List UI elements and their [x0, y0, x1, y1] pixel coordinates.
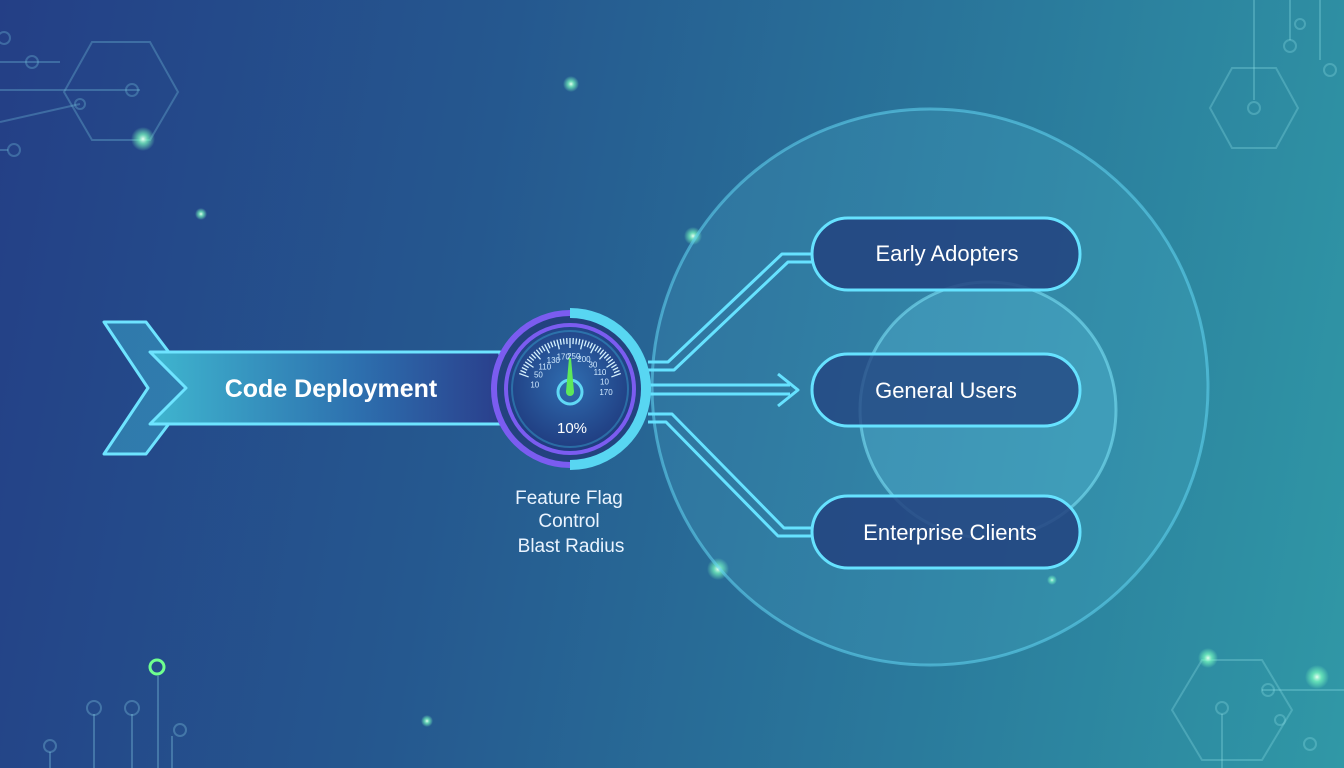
- gauge-tick: [580, 339, 584, 350]
- gauge-tick: [538, 347, 544, 354]
- gauge-tick-label: 10: [600, 378, 609, 387]
- gauge-tick: [535, 349, 541, 355]
- connector-enterprise-clients: [648, 412, 812, 538]
- segment-general-users: General Users: [810, 352, 1082, 428]
- connector-general-users: [648, 372, 800, 408]
- gauge-tick: [541, 345, 546, 352]
- gauge-tick: [526, 358, 533, 364]
- glow-particles: [131, 76, 1329, 727]
- gauge-tick: [547, 342, 551, 349]
- gauge-tick: [596, 347, 602, 354]
- gauge-tick: [589, 342, 593, 349]
- caption-line-2: Control: [538, 511, 599, 532]
- gauge-tick: [528, 356, 535, 361]
- gauge-tick: [607, 358, 614, 364]
- gauge-tick: [611, 364, 617, 369]
- gauge-tick: [598, 351, 607, 360]
- gauge-tick: [590, 344, 596, 354]
- gauge-tick: [562, 338, 565, 345]
- gauge-tick: [611, 372, 621, 378]
- connector-early-adopters: [648, 252, 812, 372]
- gauge-tick: [533, 351, 542, 360]
- gauge-tick-label: 30: [588, 360, 597, 369]
- gauge-percent-label: 10%: [557, 420, 587, 437]
- circuit-decoration-bottom-right: [1170, 659, 1344, 768]
- segment-label-early-adopters: Early Adopters: [875, 241, 1018, 266]
- segment-label-general-users: General Users: [875, 378, 1017, 403]
- gauge-tick: [613, 369, 620, 374]
- gauge-tick: [603, 353, 609, 359]
- gauge-tick: [519, 372, 529, 378]
- gauge-tick-label: 170: [599, 388, 613, 397]
- gauge-needle: [566, 358, 574, 392]
- gauge-tick: [583, 340, 587, 347]
- caption-line-3: Blast Radius: [518, 536, 625, 557]
- gauge-tick: [578, 338, 581, 345]
- gauge-tick: [559, 338, 562, 345]
- gauge-tick: [523, 364, 529, 369]
- gauge-tick-label: 110: [594, 368, 607, 377]
- gauge-tick: [575, 338, 578, 345]
- gauge-tick: [556, 339, 560, 350]
- circuit-decoration-top-right: [1208, 0, 1337, 149]
- gauge-tick: [524, 361, 534, 368]
- gauge-tick: [586, 341, 590, 348]
- segment-early-adopters: Early Adopters: [810, 216, 1082, 292]
- gauge-tick-label: 50: [534, 371, 543, 380]
- circuit-decoration-bottom-left: [43, 676, 187, 768]
- code-deployment-label: Code Deployment: [225, 375, 438, 403]
- gauge-tick: [520, 369, 527, 374]
- gauge-tick-label: 130: [547, 356, 561, 365]
- gauge-tick-label: 110: [538, 362, 551, 371]
- gauge-tick: [606, 361, 616, 368]
- gauge-tick-label: 200: [577, 355, 591, 364]
- gauge-tick-label: 10: [530, 381, 539, 390]
- gauge-tick: [531, 353, 537, 359]
- gauge-tick: [605, 356, 612, 361]
- green-node-icon: [148, 658, 166, 676]
- gauge-tick: [550, 341, 554, 348]
- gauge-tick: [594, 345, 599, 352]
- gauge-tick: [599, 349, 605, 355]
- gauge-tick: [612, 366, 619, 371]
- gauge-tick-label: 170: [557, 353, 571, 362]
- segment-enterprise-clients: Enterprise Clients: [810, 494, 1082, 570]
- caption-line-1: Feature Flag: [515, 488, 623, 509]
- gauge-tick: [521, 366, 528, 371]
- gauge-tick: [544, 344, 550, 354]
- gauge-ticks: [519, 338, 621, 378]
- gauge-tick-label: 250: [567, 352, 581, 361]
- segment-label-enterprise-clients: Enterprise Clients: [863, 520, 1037, 545]
- gauge-tick: [553, 340, 557, 347]
- code-deployment-banner: Code Deployment: [102, 320, 502, 456]
- gauge-caption: Feature Flag Control Blast Radius: [515, 488, 624, 557]
